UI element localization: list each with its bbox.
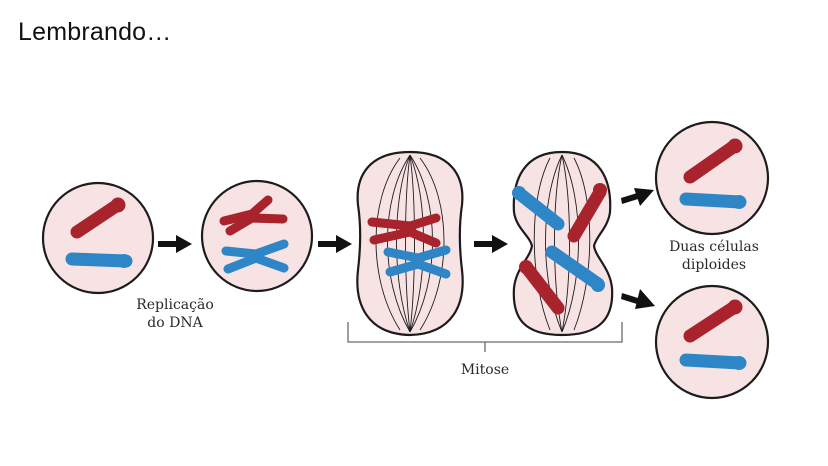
daughter-cells-label-line2: diploides — [682, 257, 746, 273]
replication-label-line2: do DNA — [147, 315, 203, 331]
replicated-cell — [200, 179, 314, 293]
arrow-1 — [158, 235, 192, 253]
initial-cell — [41, 181, 155, 295]
replication-label-line1: Replicação — [136, 297, 214, 313]
daughter-cells-label-line1: Duas células — [669, 239, 759, 255]
mitosis-bracket — [347, 322, 623, 352]
slide-title: Lembrando… — [18, 18, 172, 46]
arrow-3 — [474, 235, 508, 253]
daughter-cell-lower — [654, 284, 770, 400]
mitosis-label: Mitose — [461, 362, 509, 378]
anaphase-cell — [512, 150, 614, 337]
arrow-lower — [621, 289, 655, 309]
arrow-upper — [621, 188, 654, 206]
daughter-cell-upper — [654, 120, 770, 236]
metaphase-cell — [356, 150, 464, 337]
arrow-2 — [318, 235, 352, 253]
